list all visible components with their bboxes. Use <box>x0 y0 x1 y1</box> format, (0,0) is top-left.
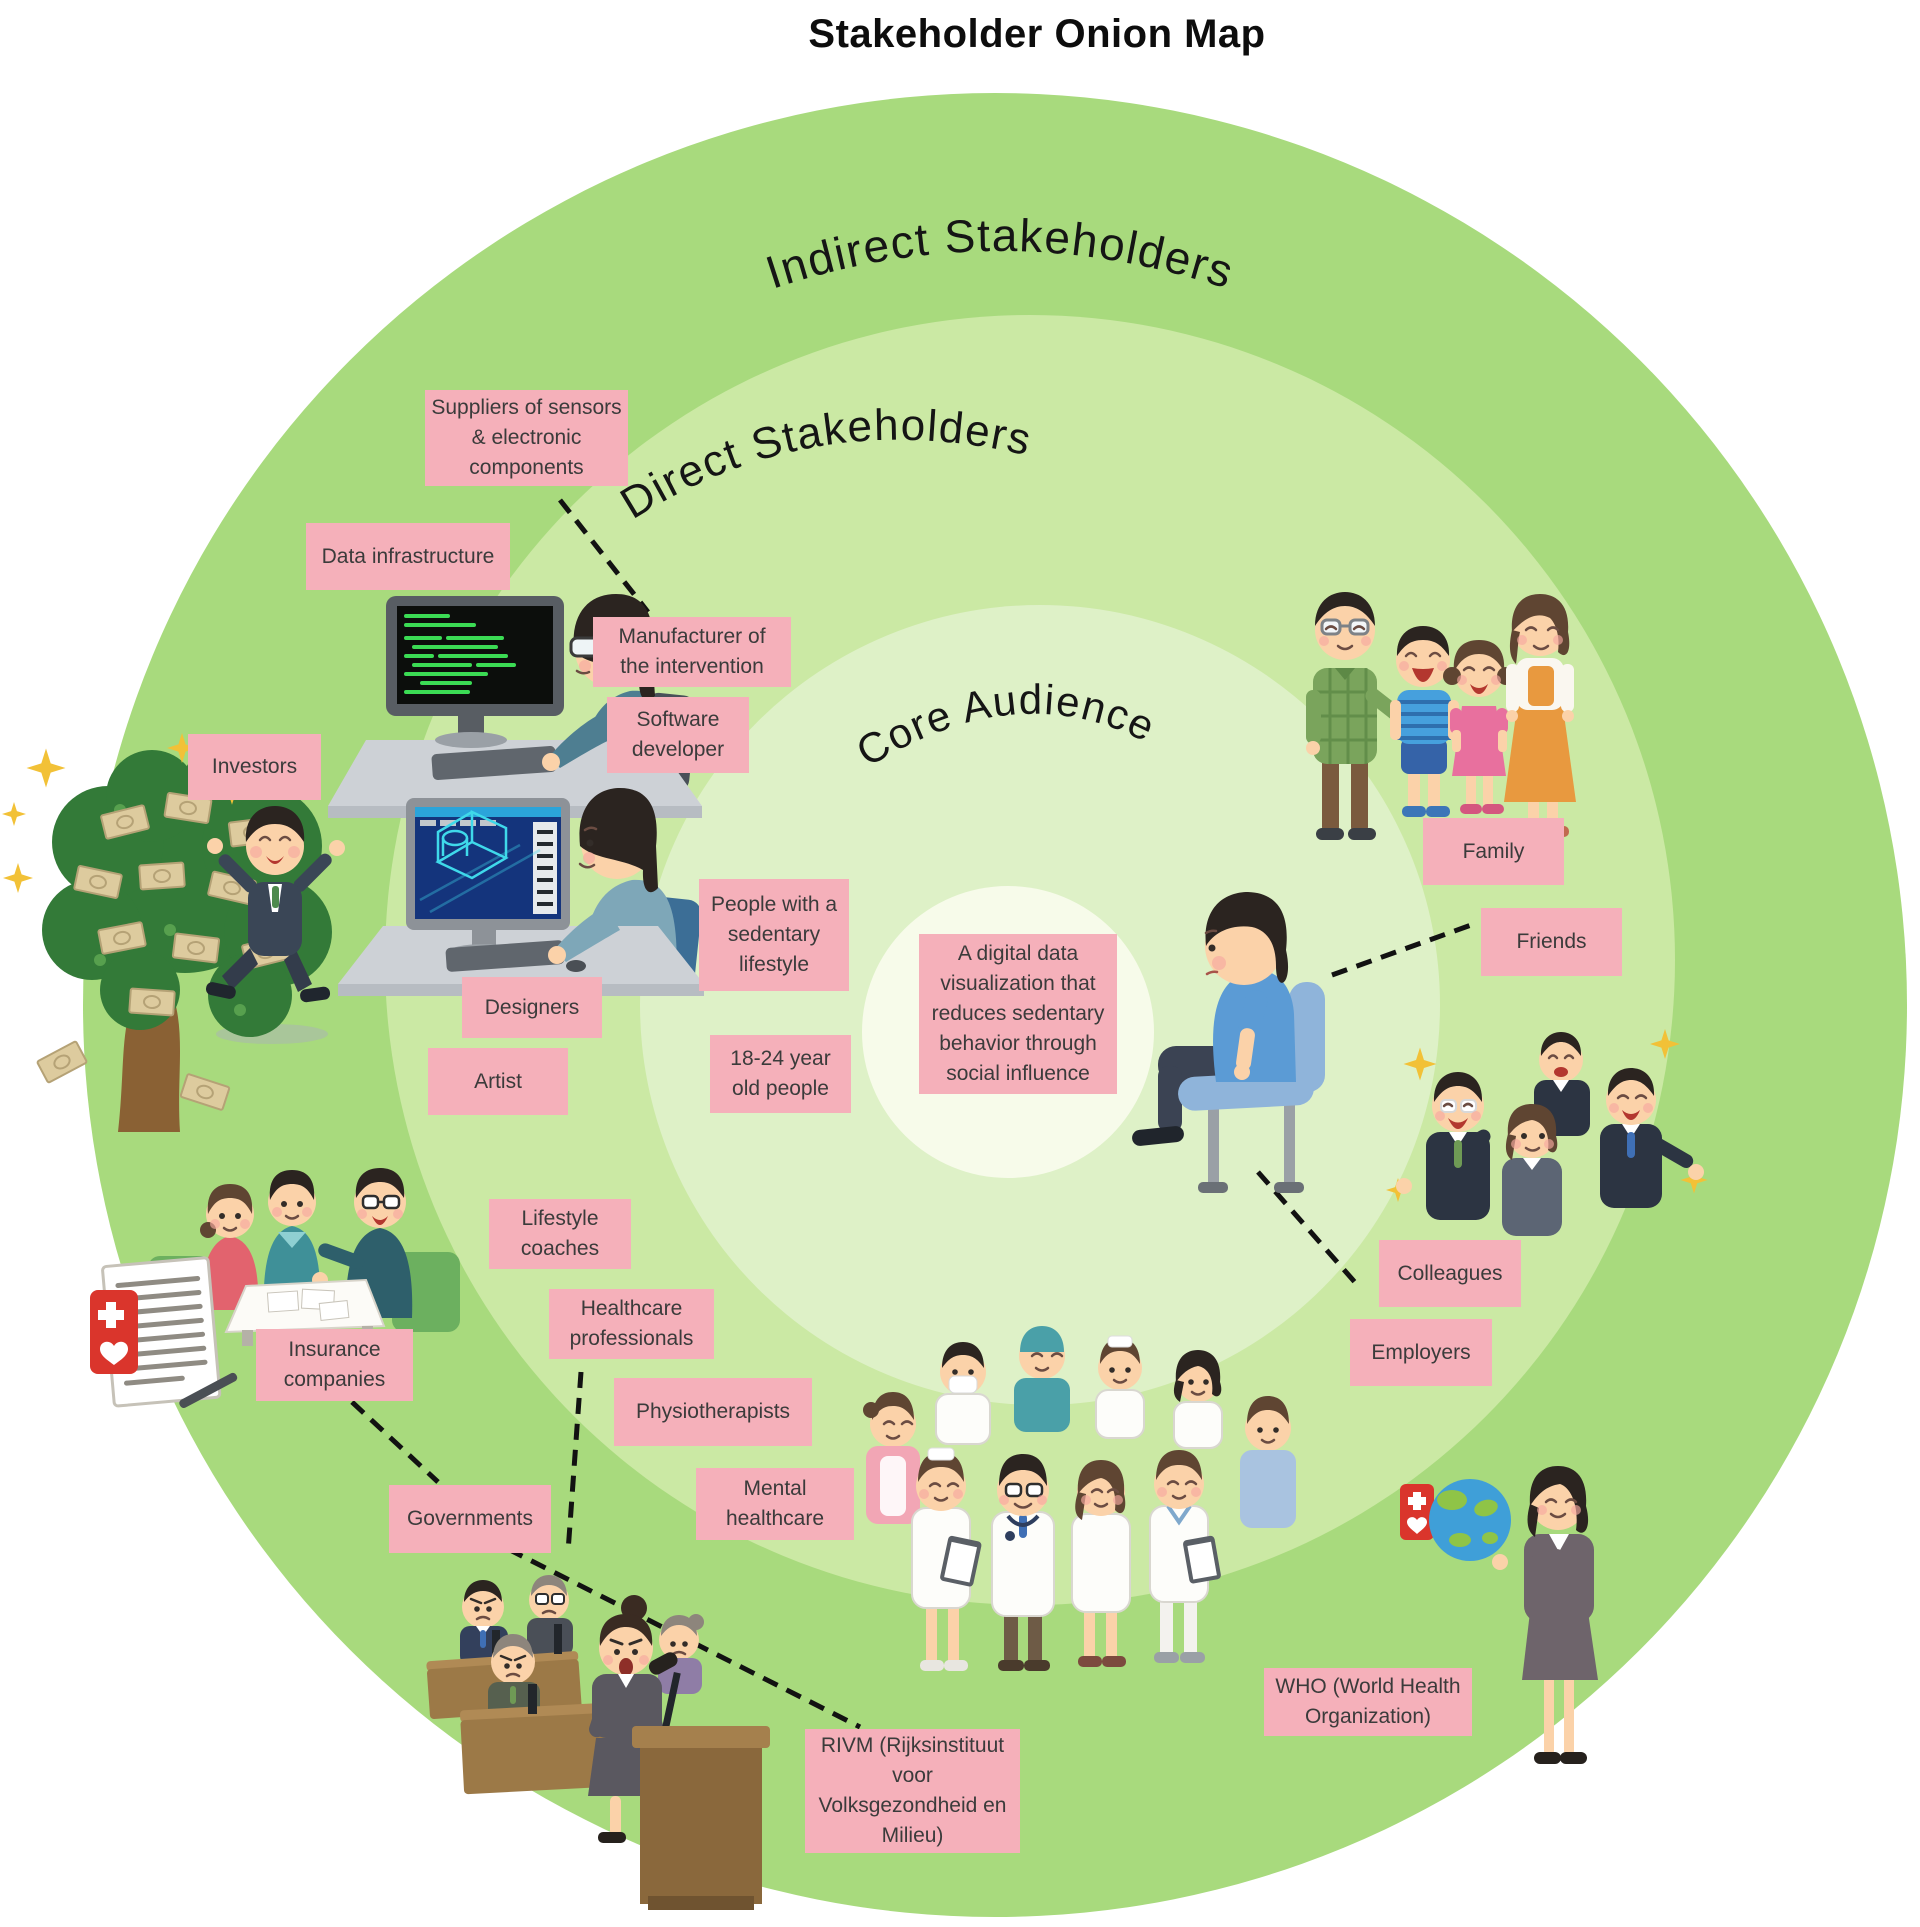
label-manufacturer: Manufacturer of the intervention <box>593 617 791 687</box>
who-woman <box>1492 1466 1598 1764</box>
money-tree-investor-illustration <box>1 733 345 1132</box>
label-mental-healthcare: Mental healthcare <box>696 1468 854 1540</box>
page-title: Stakeholder Onion Map <box>808 12 1266 56</box>
father <box>1306 592 1412 840</box>
speaker-woman <box>588 1595 666 1843</box>
healthcare-group-illustration <box>863 1326 1296 1671</box>
health-insurance-card-icon <box>90 1290 138 1374</box>
label-employers: Employers <box>1350 1319 1492 1386</box>
label-insurance-companies: Insurance companies <box>256 1329 413 1401</box>
female-doctor-front <box>1071 1460 1131 1667</box>
surgeon <box>1014 1326 1070 1432</box>
label-designers: Designers <box>462 977 602 1038</box>
nurse-back <box>1095 1335 1145 1439</box>
happy-investor <box>205 806 345 1003</box>
label-artist: Artist <box>428 1048 568 1115</box>
stethoscope-icon <box>1006 1514 1040 1527</box>
label-age-18-24: 18-24 year old people <box>710 1035 851 1113</box>
keyboard-icon <box>445 940 565 972</box>
label-colleagues: Colleagues <box>1379 1240 1521 1307</box>
label-data-infrastructure: Data infrastructure <box>306 523 510 590</box>
label-center-statement: A digital data visualization that reduce… <box>919 934 1117 1094</box>
cad-monitor <box>406 798 570 960</box>
label-software-developer: Software developer <box>607 697 749 773</box>
label-family: Family <box>1423 818 1564 885</box>
masked-doctor <box>935 1342 991 1445</box>
doctor-woman-back <box>1173 1350 1223 1449</box>
label-healthcare-professionals: Healthcare professionals <box>549 1289 714 1359</box>
label-lifestyle-coaches: Lifestyle coaches <box>489 1199 631 1269</box>
colleague-left-glasses <box>1396 1072 1491 1220</box>
parliament-illustration <box>426 1575 770 1910</box>
son <box>1390 626 1459 817</box>
chair-backrest <box>1289 982 1325 1092</box>
nurse-cap-icon <box>1107 1335 1133 1348</box>
label-governments: Governments <box>389 1485 551 1553</box>
colleagues-illustration <box>1386 1029 1708 1236</box>
glasses-icon <box>1440 1099 1477 1113</box>
pen-icon <box>179 1372 238 1409</box>
label-suppliers: Suppliers of sensors & electronic compon… <box>425 390 628 486</box>
caregiver <box>1240 1396 1296 1528</box>
connector-insurance-governments <box>350 1400 440 1484</box>
keyboard-icon <box>431 746 557 780</box>
client-woman <box>200 1184 259 1310</box>
label-investors: Investors <box>188 734 321 800</box>
surgical-mask-icon <box>948 1375 978 1394</box>
label-friends: Friends <box>1481 908 1622 976</box>
nurse-cap-icon <box>927 1447 955 1461</box>
globe-icon <box>1429 1479 1511 1561</box>
podium <box>632 1652 770 1910</box>
clipboard-icon <box>1183 1535 1221 1584</box>
wireframe-model <box>419 810 541 914</box>
glasses-icon <box>1004 1482 1044 1498</box>
connector-suppliers-developer <box>558 498 650 614</box>
politician-c <box>488 1634 540 1724</box>
mother <box>1504 594 1576 837</box>
connector-healthcare-group <box>565 1371 584 1553</box>
politician-a <box>460 1580 508 1666</box>
microphone-icon <box>648 1652 678 1675</box>
male-nurse-front <box>1149 1450 1221 1663</box>
who-illustration <box>1400 1466 1598 1764</box>
pink-nurse <box>863 1392 920 1524</box>
label-who: WHO (World Health Organization) <box>1264 1668 1472 1736</box>
colleague-back <box>1534 1032 1590 1136</box>
colleague-right <box>1600 1068 1704 1208</box>
code-monitor <box>386 596 564 748</box>
glasses-icon <box>361 1194 401 1210</box>
money-bills <box>36 791 291 1111</box>
clipboard-icon <box>940 1535 982 1587</box>
designer-illustration <box>338 788 704 996</box>
nurse-front-clipboard <box>911 1447 982 1671</box>
sedentary-person-illustration <box>1132 892 1325 1193</box>
daughter <box>1443 640 1515 814</box>
male-doctor-front <box>991 1454 1055 1671</box>
label-rivm: RIVM (Rijksinstituut voor Volksgezondhei… <box>805 1729 1020 1853</box>
colleague-front-woman <box>1502 1104 1562 1236</box>
label-people-sedentary: People with a sedentary lifestyle <box>699 879 849 991</box>
label-physiotherapists: Physiotherapists <box>614 1378 812 1446</box>
insurance-consultation-illustration <box>90 1168 460 1409</box>
family-illustration <box>1306 592 1576 840</box>
health-card-icon <box>1400 1484 1434 1540</box>
